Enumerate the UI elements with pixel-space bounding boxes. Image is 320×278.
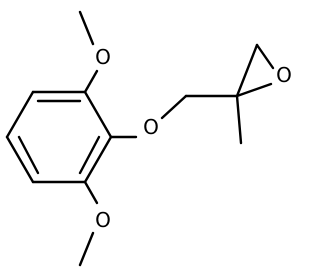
ring-bond — [5, 135, 35, 184]
top-methoxy-oxygen-label: O — [95, 45, 111, 69]
ring-double-bond — [78, 135, 101, 175]
epoxide-c-o-bond — [255, 43, 275, 70]
methyl-substituent-bond — [235, 94, 243, 145]
ring-bond — [83, 90, 113, 139]
chemical-structure-diagram: O O O O — [5, 10, 292, 267]
ether-linkage: O — [109, 94, 239, 139]
bond-ring-to-bottom-oxygen — [83, 180, 99, 205]
top-methyl-bond — [78, 10, 95, 46]
bottom-methyl-bond — [78, 231, 95, 267]
bond-ether-oxygen-to-methylene — [160, 94, 188, 120]
ether-oxygen-label: O — [143, 115, 159, 139]
epoxide-c-c-bond — [235, 43, 259, 98]
benzene-ring — [5, 90, 113, 184]
ring-bond — [83, 135, 113, 184]
bottom-methoxy-group: O — [78, 180, 111, 267]
bottom-methoxy-oxygen-label: O — [95, 208, 111, 232]
epoxide-c-o-bond — [235, 82, 273, 98]
ring-double-bond — [17, 135, 40, 175]
epoxide-oxygen-label: O — [276, 63, 292, 87]
top-methoxy-group: O — [78, 10, 111, 94]
epoxide-ring: O — [235, 43, 292, 145]
ring-bond — [5, 90, 35, 139]
bond-ring-to-top-oxygen — [83, 69, 99, 94]
